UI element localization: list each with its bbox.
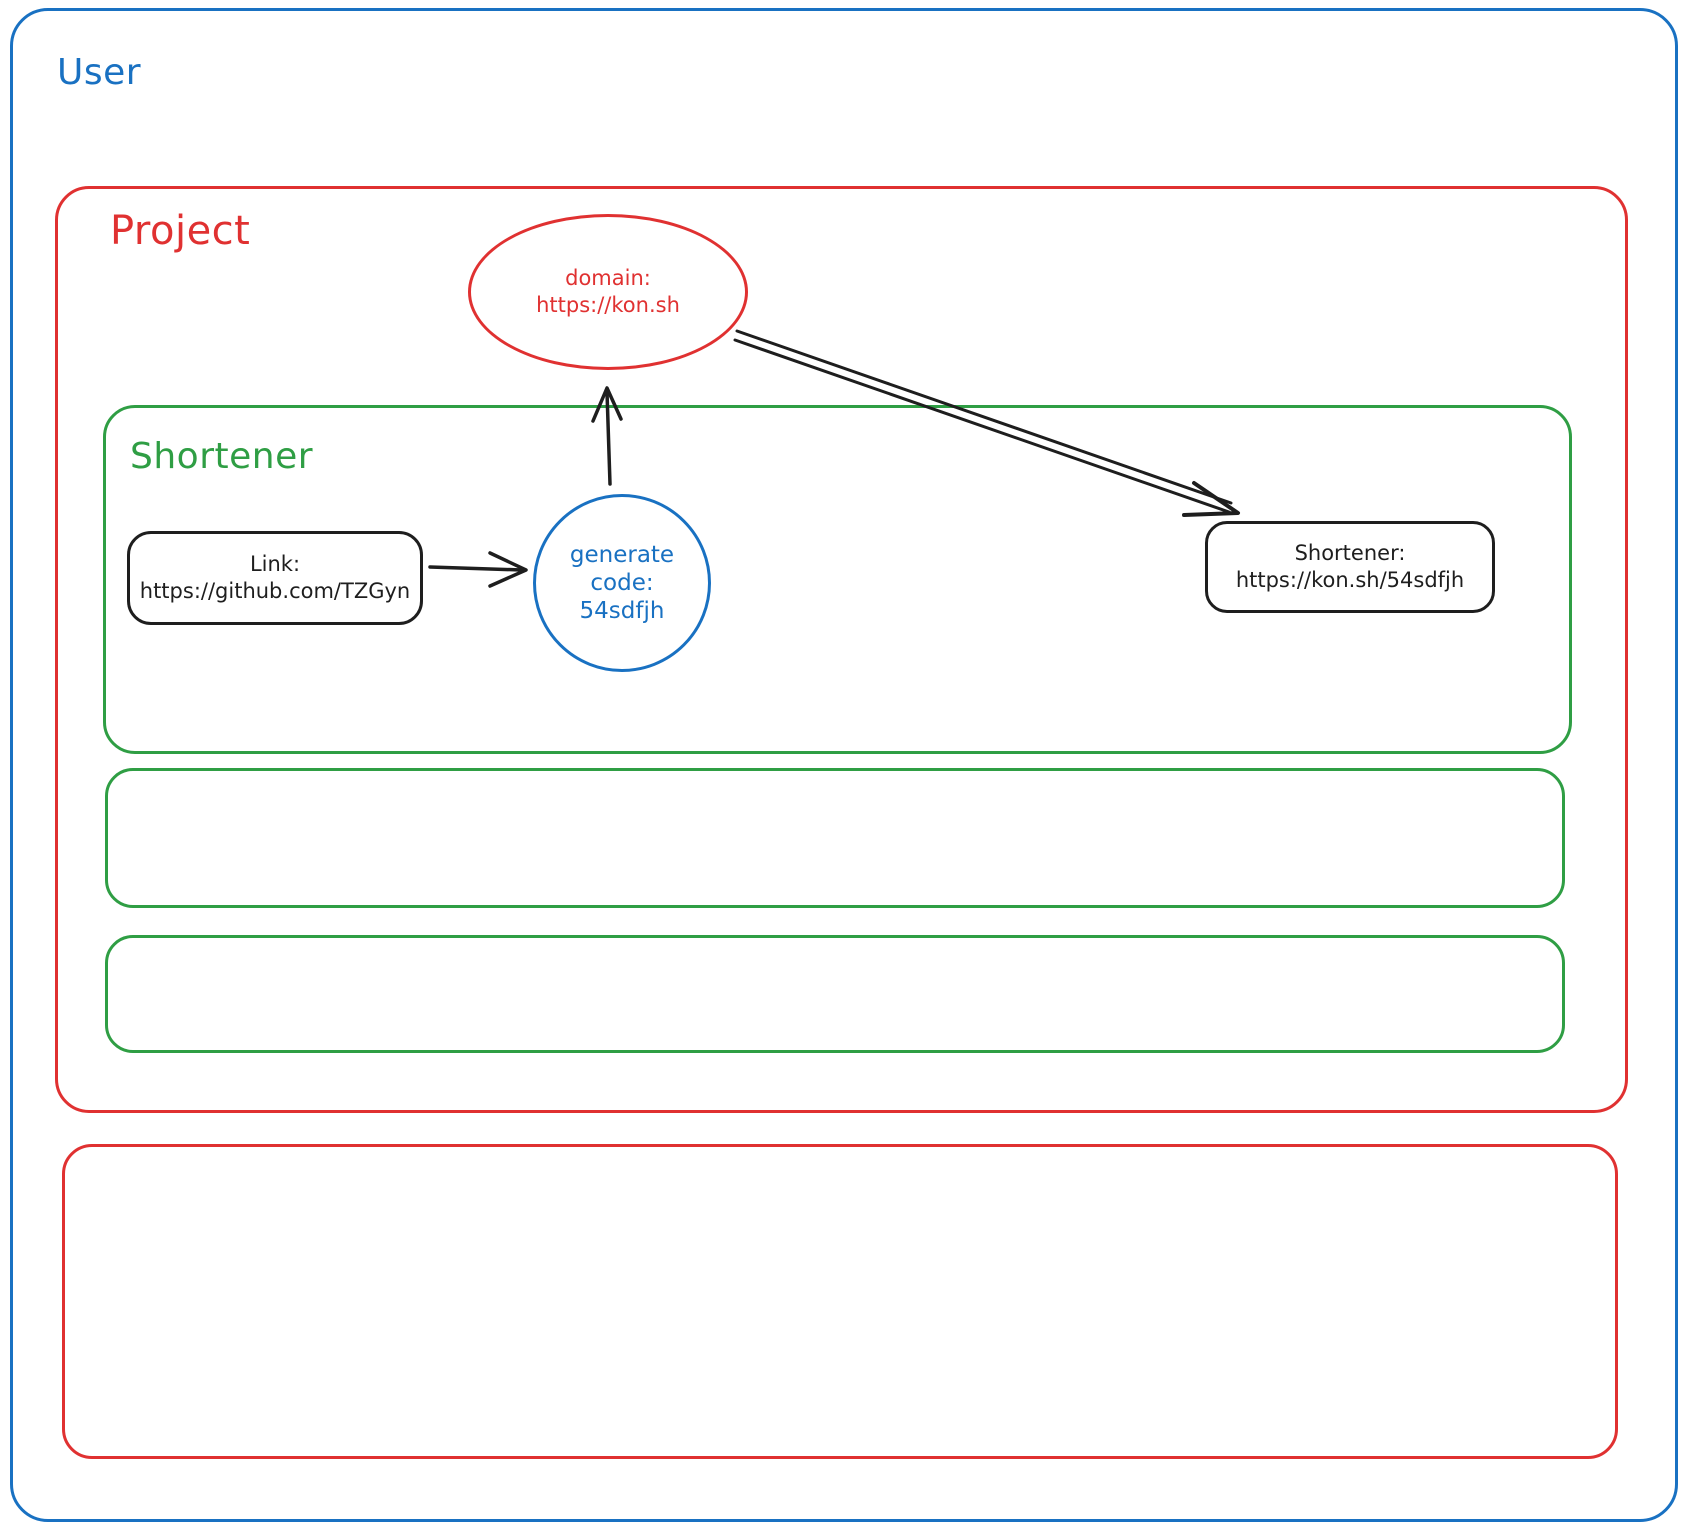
domain-node: domain: https://kon.sh [468, 214, 748, 370]
result-node-title: Shortener: [1294, 540, 1406, 565]
empty-red-box [62, 1144, 1618, 1459]
empty-green-box-1 [105, 768, 1565, 908]
result-node-url: https://kon.sh/54sdfjh [1235, 568, 1465, 592]
empty-green-box-2 [105, 935, 1565, 1053]
user-label: User [57, 52, 142, 93]
user-container-box [10, 8, 1678, 1522]
shortened-url-node: Shortener: https://kon.sh/54sdfjh [1205, 521, 1495, 613]
generate-node-line2: code: [590, 569, 654, 596]
link-node: Link: https://github.com/TZGyn [127, 531, 423, 625]
domain-node-url: https://kon.sh [536, 293, 680, 317]
generate-code-node: generate code: 54sdfjh [533, 494, 711, 672]
domain-node-title: domain: [565, 265, 651, 290]
generate-node-line1: generate [569, 541, 675, 568]
project-label: Project [110, 208, 251, 254]
link-node-url: https://github.com/TZGyn [139, 579, 411, 603]
shortener-label: Shortener [130, 436, 314, 477]
generate-node-code: 54sdfjh [579, 598, 665, 625]
link-node-title: Link: [249, 551, 301, 576]
project-container-box [55, 186, 1628, 1113]
